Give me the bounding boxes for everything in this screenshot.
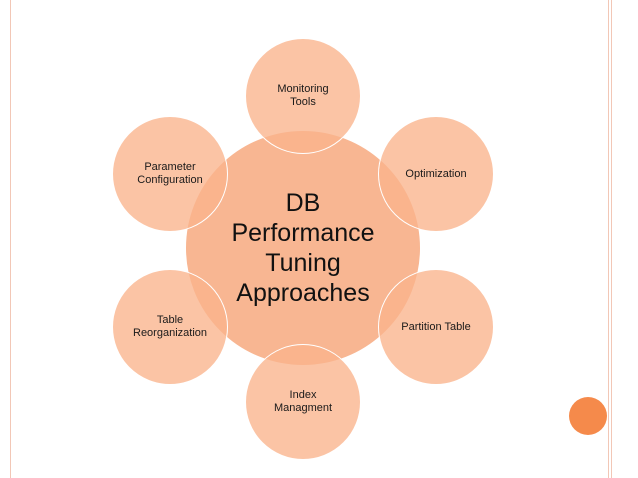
node-partition-table: Partition Table [378,269,494,385]
node-label: Optimization [405,167,467,180]
node-table-reorganization: Table Reorganization [112,269,228,385]
node-label: Parameter Configuration [137,161,203,186]
node-monitoring-tools: Monitoring Tools [245,38,361,154]
node-label: Table Reorganization [133,314,207,339]
node-label: Partition Table [401,320,471,333]
node-parameter-configuration: Parameter Configuration [112,116,228,232]
node-label: Index Managment [273,389,333,414]
right-frame-line [608,0,609,478]
right-frame-line-inner [611,0,612,478]
left-frame-line [10,0,11,478]
node-index-managment: Index Managment [245,344,361,460]
accent-dot [569,397,607,435]
node-optimization: Optimization [378,116,494,232]
node-label: Monitoring Tools [277,83,329,108]
center-label: DB Performance Tuning Approaches [231,189,375,307]
